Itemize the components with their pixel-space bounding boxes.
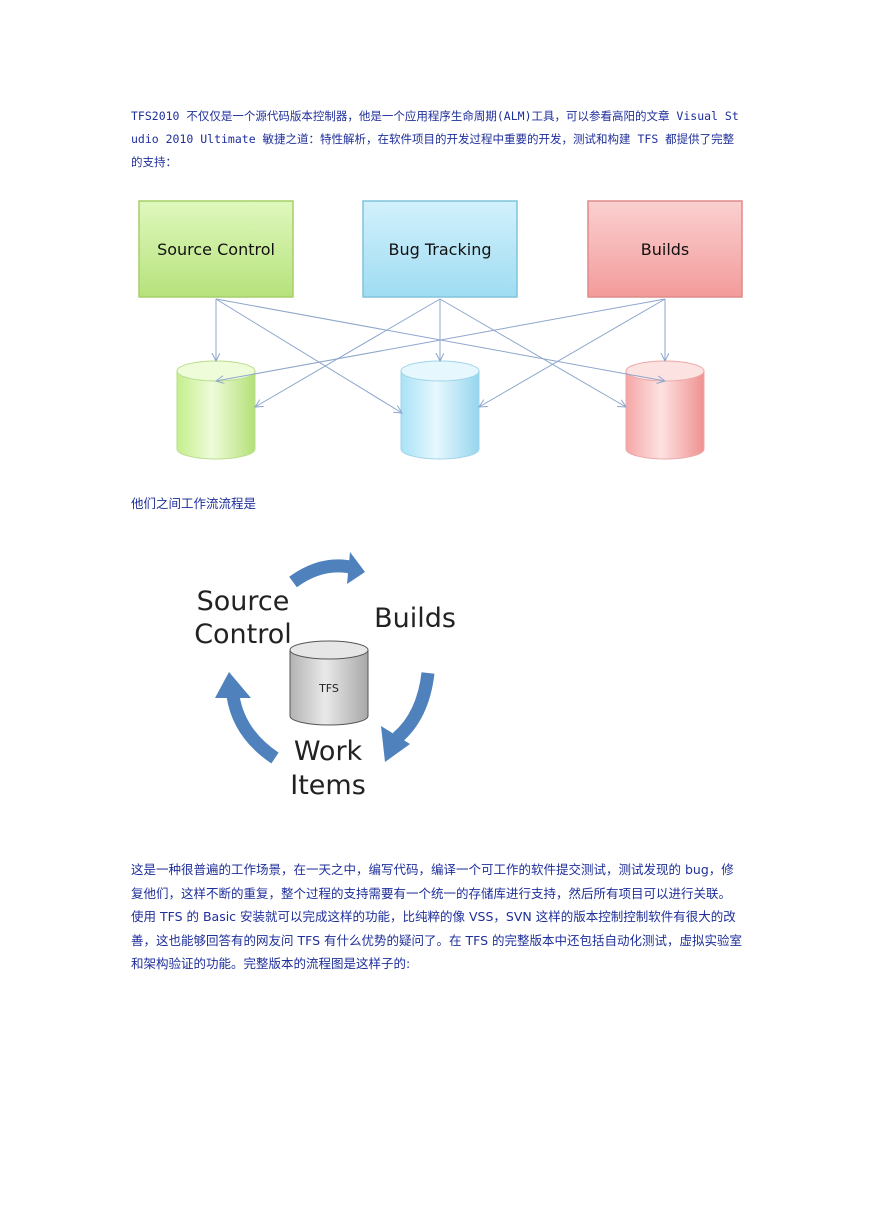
tfs-cylinder-label: TFS: [318, 682, 339, 695]
tfs-components-diagram: Source Control Bug Tracking Builds: [138, 200, 743, 460]
tfs-cylinder: TFS: [289, 640, 369, 726]
builds-cycle-label: Builds: [374, 603, 456, 634]
bug-tracking-store-cylinder: [400, 360, 480, 460]
builds-box: Builds: [587, 200, 743, 298]
connector-arrows: [216, 298, 665, 413]
builds-store-cylinder: [625, 360, 705, 460]
cycle-arrow-builds-to-workitems: [381, 672, 435, 762]
intro-paragraph: TFS2010 不仅仅是一个源代码版本控制器，他是一个应用程序生命周期(ALM)…: [131, 109, 739, 169]
source-control-box: Source Control: [138, 200, 294, 298]
cycle-arrow-source-to-builds: [289, 552, 365, 588]
source-control-store-cylinder: [176, 360, 256, 460]
builds-label: Builds: [641, 240, 690, 259]
workflow-intro-text: 他们之间工作流流程是: [131, 496, 257, 511]
cycle-arrow-workitems-to-source: [215, 672, 279, 764]
source-control-label: Source Control: [157, 240, 275, 259]
bug-tracking-box: Bug Tracking: [362, 200, 518, 298]
source-label-line1: Source: [197, 586, 290, 617]
items-label-line2: Items: [290, 770, 366, 801]
work-label-line1: Work: [294, 736, 363, 767]
tfs-workflow-cycle-diagram: Source Control Builds Work Items TFS: [194, 552, 456, 801]
control-label-line2: Control: [194, 619, 292, 650]
bug-tracking-label: Bug Tracking: [389, 240, 492, 259]
body-paragraph: 这是一种很普遍的工作场景，在一天之中，编写代码，编译一个可工作的软件提交测试，测…: [131, 862, 742, 971]
